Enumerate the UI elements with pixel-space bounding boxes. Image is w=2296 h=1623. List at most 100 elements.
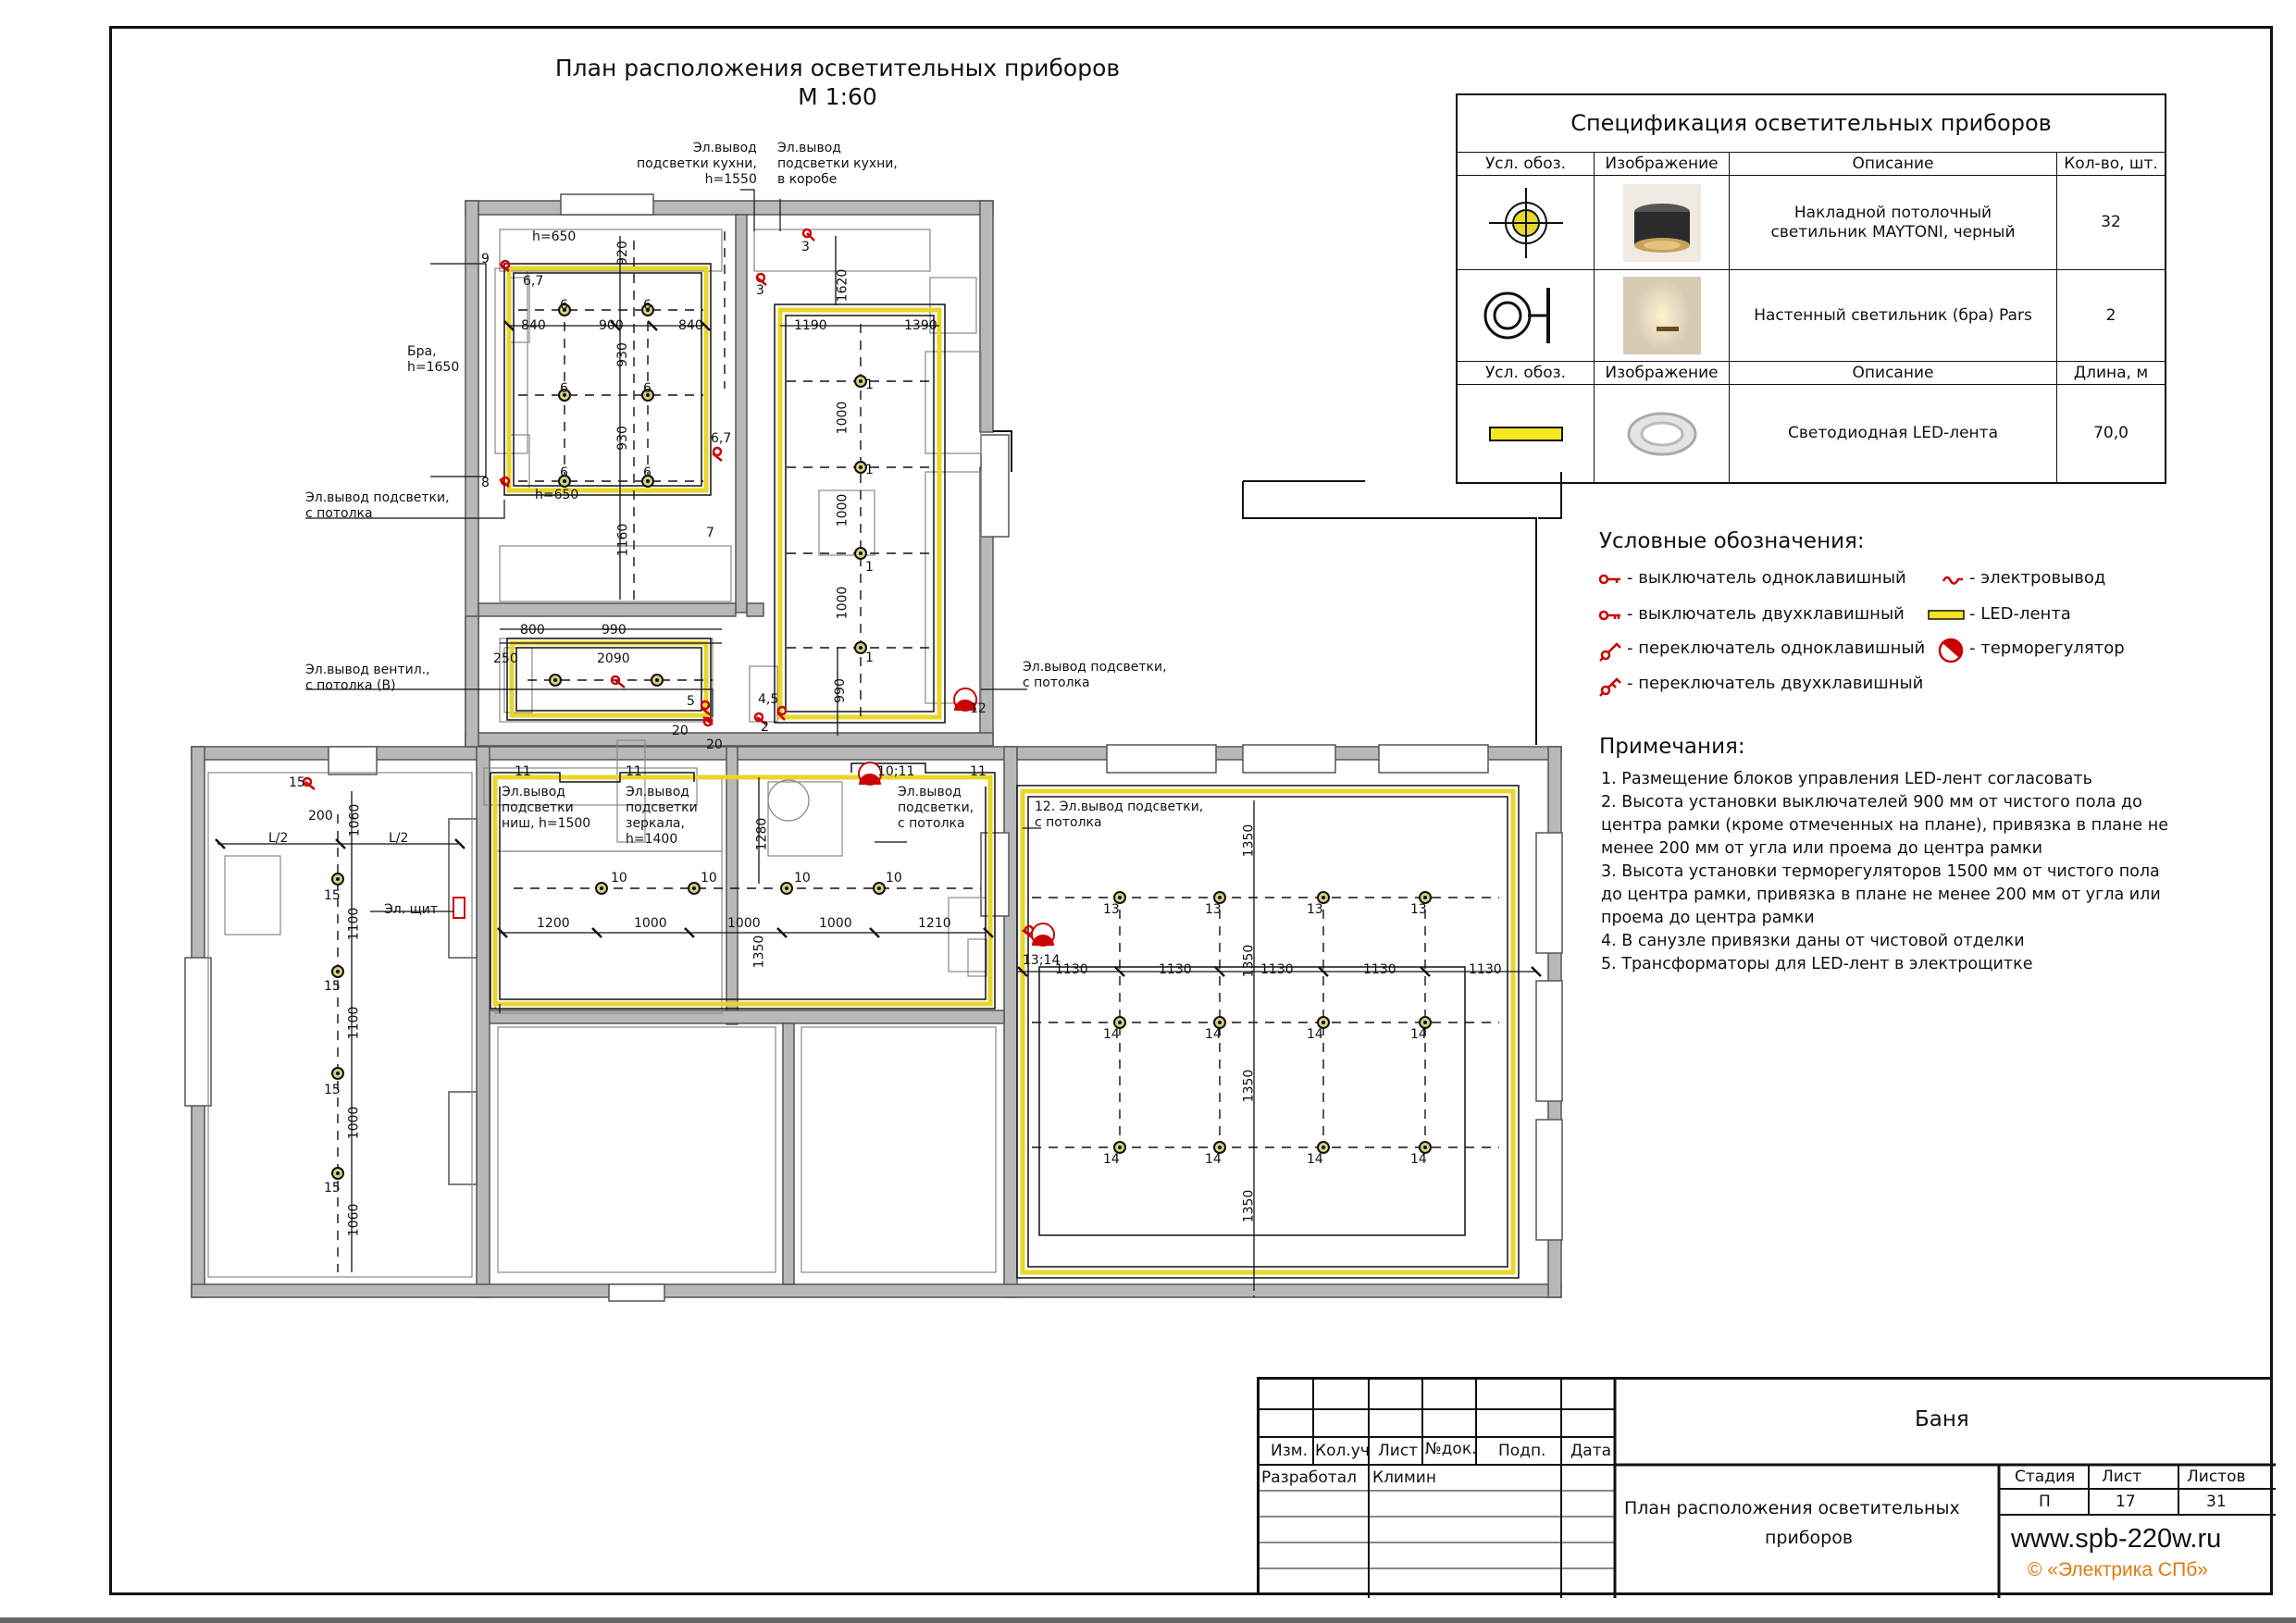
switch-label: 12: [970, 701, 987, 716]
dim: 1130: [1260, 962, 1294, 977]
dim: 990: [602, 623, 627, 638]
wall-light-photo-icon: [1622, 277, 1701, 354]
dim: 1350: [1241, 1189, 1257, 1223]
lamp-label: 6: [560, 381, 568, 396]
stamp-stage-label: Стадия: [2015, 1468, 2076, 1486]
dim: 840: [521, 318, 546, 333]
switch-single-icon: [1598, 574, 1620, 585]
stamp-col-ndok: №док.: [1425, 1440, 1477, 1458]
stamp-col-podp: Подп.: [1498, 1442, 1546, 1460]
stamp-sheet: 17: [2116, 1493, 2136, 1511]
switch-label: 15: [289, 775, 305, 790]
legend-item: - выключатель двухклавишный: [1627, 604, 1905, 624]
ann-ceiling-strip-4: 12. Эл.вывод подсветки, с потолка: [1035, 799, 1204, 830]
walls: [191, 200, 1562, 1298]
dim: 1350: [1241, 944, 1257, 978]
switch-label: 5: [687, 694, 695, 709]
ann-kitchen-strip-box: Эл.вывод подсветки кухни, в коробе: [777, 141, 898, 187]
spec-header: Описание: [1730, 153, 2057, 176]
title-block: Изм. Кол.уч Лист №док. Подп. Дата Разраб…: [1257, 1377, 2276, 1598]
lamp-label: 14: [1103, 1152, 1120, 1167]
lamp-label: 6: [643, 465, 652, 480]
switch-double-icon: [1598, 610, 1620, 621]
note-line: 3. Высота установки терморегуляторов 150…: [1601, 862, 2160, 881]
lamp-label: 1: [865, 463, 874, 477]
note-line: проема до центра рамки: [1601, 909, 1815, 927]
wall-light-symbol-icon: [1483, 288, 1550, 343]
spec-header: Длина, м: [2057, 362, 2165, 385]
note-line: до центра рамки, привязка в плане не мен…: [1601, 886, 2161, 904]
spec-symbol-cell: [1458, 270, 1595, 362]
dim: 1100: [346, 907, 362, 941]
led-strip-photo-icon: [1627, 412, 1696, 455]
stamp-sheet-title-1: План расположения осветительных: [1624, 1498, 1960, 1518]
switch-label: 20: [706, 737, 723, 752]
page-bottom-edge: [0, 1617, 2296, 1623]
spec-header: Описание: [1730, 362, 2057, 385]
dim: 1280: [754, 817, 770, 851]
outlet-icon: [1942, 576, 1963, 585]
lamp-label: 1: [865, 650, 874, 665]
dim: h=650: [532, 229, 577, 244]
note-line: 2. Высота установки выключателей 900 мм …: [1601, 793, 2142, 812]
dim: 1130: [1055, 962, 1088, 977]
spec-image-cell: [1595, 176, 1730, 270]
ann-vent: Эл.вывод вентил., с потолка (В): [305, 663, 430, 693]
dim: 1000: [835, 586, 850, 620]
lamp-label: 6: [643, 381, 652, 396]
dim: 1130: [1363, 962, 1396, 977]
legend-item: - LED-лента: [1969, 604, 2071, 624]
stamp-stage: П: [2039, 1493, 2051, 1511]
lamp-label: 14: [1410, 1152, 1427, 1167]
switch-label: 20: [672, 724, 689, 738]
dim: 1200: [537, 916, 570, 931]
ceiling-light-photo-icon: [1622, 183, 1701, 262]
dim: 930: [614, 426, 630, 451]
lamp-label: 14: [1205, 1027, 1222, 1042]
switch-label: 8: [481, 476, 490, 490]
lamp-label: 1: [865, 378, 874, 392]
dim: 1000: [819, 916, 852, 931]
stamp-sheets: 31: [2206, 1493, 2227, 1511]
switch-label: 3: [801, 240, 810, 254]
switch-label: 6,7: [523, 274, 544, 289]
spec-qty: 32: [2057, 176, 2165, 270]
thermostat-icon: [1938, 638, 1964, 663]
dim: 900: [599, 318, 624, 333]
lamp-label: 15: [324, 1083, 341, 1097]
dim: 840: [678, 318, 703, 333]
lamp-label: 6: [643, 298, 652, 313]
dim: 1060: [347, 803, 363, 837]
dim: 1160: [615, 523, 631, 557]
lamp-label: 10: [611, 871, 627, 886]
lamp-label: 6: [560, 298, 568, 313]
lamp-label: 13: [1205, 902, 1222, 917]
switch-label: 3: [756, 283, 764, 298]
toggle-double-icon: [1599, 677, 1621, 697]
dim: 1390: [904, 318, 937, 333]
lamp-label: 13: [1103, 902, 1120, 917]
spec-qty: 2: [2057, 270, 2165, 362]
dim: L/2: [389, 831, 409, 846]
lamp-label: 10: [794, 871, 811, 886]
switch-label: 11: [626, 764, 642, 779]
stamp-sheet-label: Лист: [2102, 1468, 2142, 1486]
ceiling-light-symbol-icon: [1488, 187, 1563, 258]
lamp-label: 15: [324, 1181, 341, 1196]
lamp-label: 15: [324, 979, 341, 994]
stamp-developed-label: Разработал: [1261, 1468, 1357, 1487]
dim: 1000: [634, 916, 667, 931]
lamp-label: 14: [1410, 1027, 1427, 1042]
dim: 1000: [727, 916, 761, 931]
switch-label: 11: [970, 764, 987, 779]
spec-header: Усл. обоз.: [1458, 153, 1595, 176]
led-strip-icon: [1928, 610, 1965, 620]
dim: 1060: [346, 1203, 362, 1237]
lamp-label: 1: [865, 560, 874, 575]
legend-title: Условные обозначения:: [1599, 529, 1865, 553]
legend-item: - электровывод: [1969, 568, 2106, 588]
stamp-site: www.spb-220w.ru: [2011, 1524, 2222, 1554]
spec-header: Кол-во, шт.: [2057, 153, 2165, 176]
dim: L/2: [268, 831, 289, 846]
legend-item: - терморегулятор: [1969, 638, 2125, 658]
